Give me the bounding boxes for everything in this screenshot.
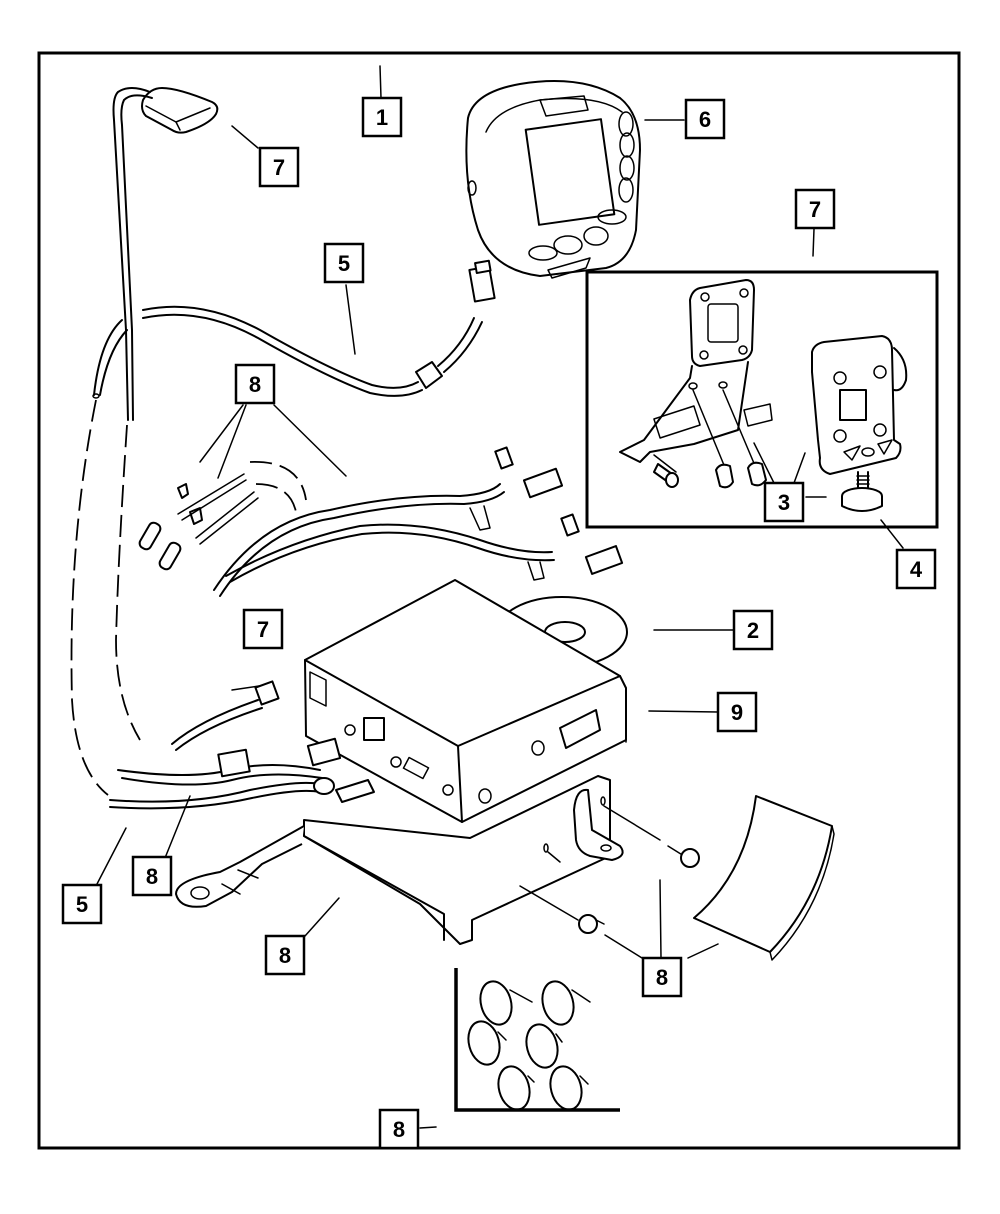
callout-8-harness[interactable]: 8	[234, 363, 276, 405]
callout-label: 8	[249, 372, 261, 397]
callout-label: 7	[809, 197, 821, 222]
callout-4[interactable]: 4	[895, 548, 937, 590]
callout-7-connector[interactable]: 7	[242, 608, 284, 650]
callout-label: 5	[76, 892, 88, 917]
callout-label: 8	[146, 864, 158, 889]
leader-lines	[96, 65, 904, 1129]
diagram-frame	[37, 51, 961, 1150]
antenna-cable-routing	[70, 399, 109, 796]
callout-8-cable-ties[interactable]: 8	[378, 1108, 420, 1150]
callout-3[interactable]: 3	[763, 481, 805, 523]
callout-8-module-bracket[interactable]: 8	[264, 934, 306, 976]
bracket-screws	[519, 805, 700, 934]
bracket-kit-inset-frame	[585, 270, 939, 529]
callout-label: 7	[257, 617, 269, 642]
callout-label: 4	[910, 557, 923, 582]
callout-6[interactable]: 6	[684, 98, 726, 140]
module-mounting-bracket	[175, 775, 624, 945]
callout-5-bottom[interactable]: 5	[61, 883, 103, 925]
display-cable	[142, 259, 496, 397]
callout-8-screws-pad[interactable]: 8	[641, 956, 683, 998]
thumb-screw	[841, 471, 883, 512]
callout-label: 8	[656, 965, 668, 990]
callout-label: 5	[338, 251, 350, 276]
callout-8-bracket-kit[interactable]: 7	[794, 188, 836, 230]
callout-label: 9	[731, 700, 743, 725]
callout-label: 6	[699, 107, 711, 132]
display-mount-cradle	[811, 335, 908, 475]
callout-label: 2	[747, 618, 759, 643]
callout-7-antenna[interactable]: 7	[258, 146, 300, 188]
display-unit	[465, 80, 641, 279]
module-harness	[109, 737, 375, 810]
callout-label: 8	[393, 1117, 405, 1142]
callout-5-top[interactable]: 5	[323, 242, 365, 284]
display-cable-routing	[115, 424, 141, 741]
gps-antenna	[92, 87, 219, 421]
cable-ties	[454, 968, 620, 1112]
callout-2[interactable]: 2	[732, 609, 774, 651]
wiring-harness	[138, 446, 624, 597]
display-mount-bracket	[619, 279, 773, 489]
callout-1[interactable]: 1	[361, 96, 403, 138]
antenna-connector-cable	[171, 680, 280, 751]
adhesive-pad	[693, 795, 835, 961]
callout-label: 7	[273, 155, 285, 180]
callout-9[interactable]: 9	[716, 691, 758, 733]
callout-label: 1	[376, 105, 388, 130]
callout-8-branch[interactable]: 8	[131, 855, 173, 897]
callout-label: 8	[279, 943, 291, 968]
callout-label: 3	[778, 490, 790, 515]
